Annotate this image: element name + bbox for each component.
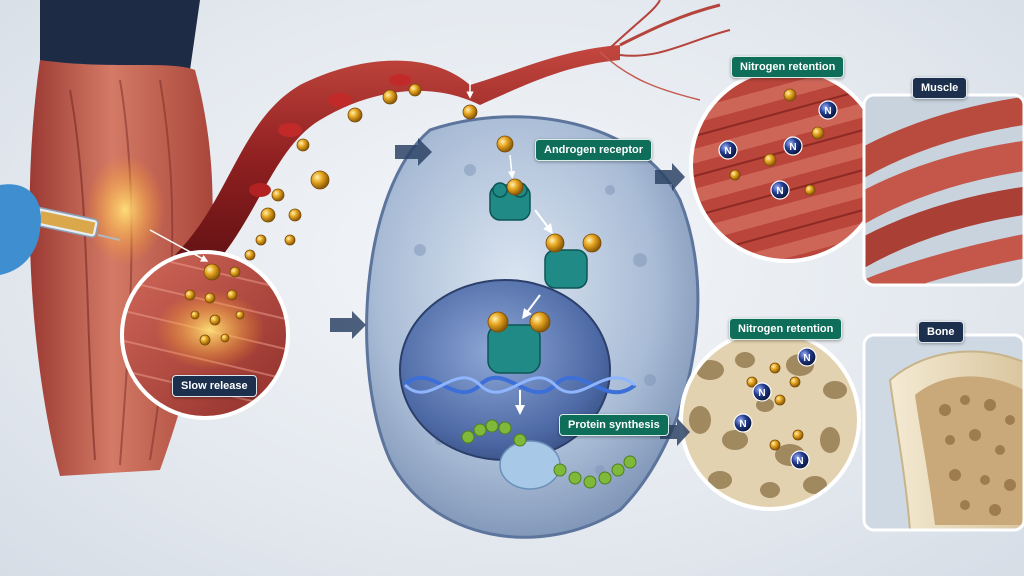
nitrogen-atoms-muscle: N N N N — [718, 100, 838, 200]
nitrogen-atom — [770, 180, 790, 200]
nitrogen-label: N — [824, 106, 831, 117]
injection-site-glow — [85, 155, 165, 265]
nitrogen-label: N — [739, 419, 746, 430]
gloved-hand — [0, 184, 41, 275]
nitrogen-retention-bone-label: Nitrogen retention — [729, 318, 843, 340]
bone-zoom-inset — [679, 329, 861, 511]
flow-arrows — [330, 138, 690, 446]
nitrogen-atom — [818, 100, 838, 120]
nitrogen-retention-muscle-label: Nitrogen retention — [731, 56, 845, 78]
nitrogen-atom — [797, 347, 817, 367]
slow-release-label: Slow release — [172, 375, 257, 397]
muscle-zoom-inset — [689, 67, 885, 263]
muscle-panel — [862, 93, 1024, 287]
nitrogen-label: N — [789, 142, 796, 153]
bone-panel — [862, 333, 1024, 532]
muscle-label: Muscle — [912, 77, 968, 99]
receptor-3 — [487, 324, 541, 374]
bone-label: Bone — [918, 321, 964, 343]
ribosome — [499, 440, 561, 490]
protein-synthesis-label: Protein synthesis — [559, 414, 669, 436]
nitrogen-label: N — [776, 186, 783, 197]
nitrogen-atom — [783, 136, 803, 156]
nitrogen-label: N — [803, 353, 810, 364]
nitrogen-atom — [790, 450, 810, 470]
nitrogen-atom — [733, 413, 753, 433]
protein-chain — [461, 419, 637, 489]
receptor-2 — [544, 249, 588, 289]
nitrogen-label: N — [724, 146, 731, 157]
blood-vessel — [175, 0, 731, 280]
nitrogen-atoms-bone: N N N N — [733, 347, 817, 470]
dna-strand-b — [403, 376, 636, 394]
hormone-molecules — [184, 83, 825, 451]
shorts — [40, 0, 200, 73]
nitrogen-label: N — [796, 456, 803, 467]
nitrogen-label: N — [758, 388, 765, 399]
androgen-receptor-label: Androgen receptor — [535, 139, 653, 161]
nitrogen-atom — [718, 140, 738, 160]
nitrogen-atom — [752, 382, 772, 402]
